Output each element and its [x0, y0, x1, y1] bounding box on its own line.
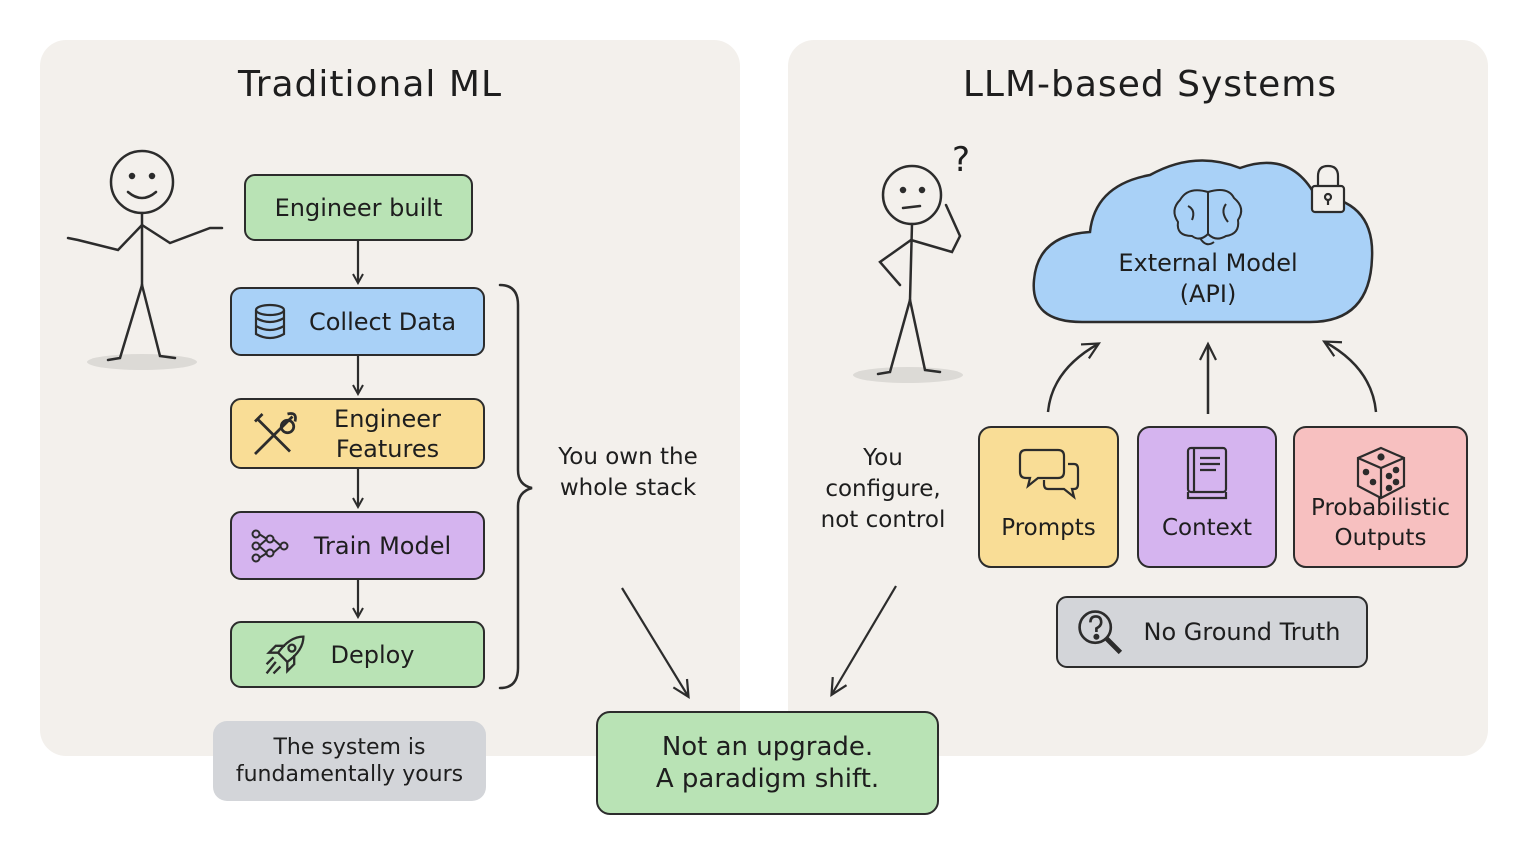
rocket-icon — [265, 634, 305, 674]
magnifier-question-icon — [1078, 610, 1123, 655]
prompts-label: Prompts — [1001, 515, 1096, 542]
step-engineer-features-label: Engineer Features — [334, 404, 441, 463]
right-title: LLM-based Systems — [962, 64, 1338, 105]
paradigm-shift-line2: A paradigm shift. — [655, 764, 880, 794]
no-ground-truth-box: No Ground Truth — [1056, 596, 1368, 668]
step-train-model-label: Train Model — [313, 531, 452, 560]
tools-icon — [254, 411, 297, 455]
probabilistic-label: Probabilistic Outputs — [1311, 495, 1450, 552]
context-card: Context — [1137, 426, 1277, 568]
system-yours-line2: fundamentally yours — [235, 762, 464, 787]
probabilistic-card: Probabilistic Outputs — [1293, 426, 1468, 568]
paradigm-shift-line1: Not an upgrade. — [661, 731, 874, 762]
configure-note: You configure, not control — [802, 443, 964, 536]
own-stack-line2: whole stack — [559, 475, 697, 502]
network-icon — [251, 529, 289, 562]
step-collect-data: Collect Data — [230, 287, 485, 356]
step-deploy-label: Deploy — [330, 640, 415, 669]
external-model-label: External Model (API) — [1080, 248, 1336, 310]
prompts-card: Prompts — [978, 426, 1119, 568]
configure-line2: configure, — [825, 476, 941, 503]
step-collect-data-label: Collect Data — [308, 307, 457, 336]
step-deploy: Deploy — [230, 621, 485, 688]
engineer-built-box: Engineer built — [244, 174, 473, 241]
database-icon — [254, 303, 286, 339]
external-model-line1: External Model — [1118, 249, 1298, 277]
configure-line3: not control — [820, 507, 946, 534]
step-train-model: Train Model — [230, 511, 485, 580]
own-stack-note: You own the whole stack — [540, 442, 716, 504]
context-label: Context — [1161, 515, 1253, 542]
configure-line1: You — [863, 445, 903, 471]
external-model-line2: (API) — [1179, 280, 1237, 309]
book-icon — [1186, 446, 1228, 500]
own-stack-line1: You own the — [558, 444, 698, 470]
system-yours-line1: The system is — [273, 734, 426, 760]
step-engineer-features: Engineer Features — [230, 398, 485, 469]
dice-icon — [1356, 446, 1405, 500]
left-title: Traditional ML — [238, 64, 502, 105]
system-yours-box: The system is fundamentally yours — [213, 721, 486, 801]
engineer-built-label: Engineer built — [274, 193, 443, 222]
speech-bubbles-icon — [1018, 448, 1079, 500]
question-mark: ? — [952, 140, 971, 180]
no-ground-truth-label: No Ground Truth — [1143, 618, 1341, 646]
paradigm-shift-box: Not an upgrade. A paradigm shift. — [596, 711, 939, 815]
